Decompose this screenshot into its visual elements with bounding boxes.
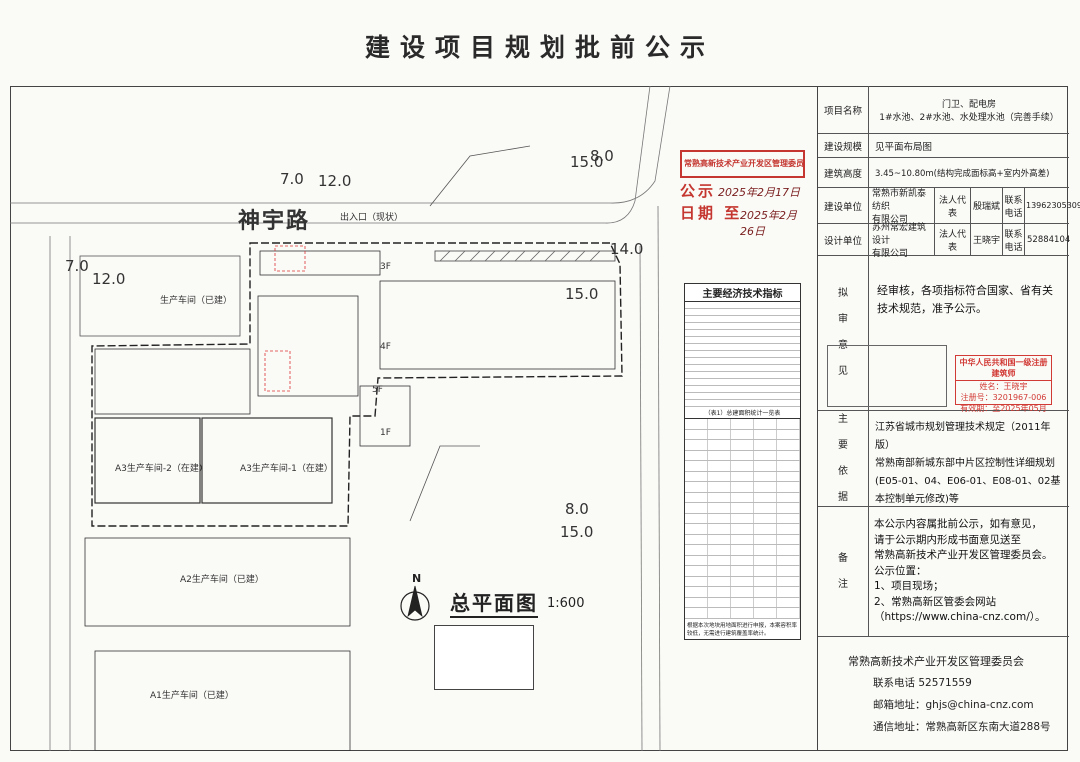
basis-label: 主 要 依 据 [838,413,848,503]
seal-title: 中华人民共和国一级注册建筑师 [956,356,1051,381]
building-label: A3生产车间-1（在建） [240,464,333,474]
basis-text: 江苏省城市规划管理技术规定（2011年版） 常熟南部新城东部中片区控制性详细规划… [875,422,1061,505]
scale-label: 建设规模 [823,141,862,153]
dim-label: 7.0 [280,170,304,188]
floor-label: 5F [372,385,383,395]
row-basis: 主 要 依 据 江苏省城市规划管理技术规定（2011年版） 常熟南部新城东部中片… [818,411,1069,507]
design-qualification-stamp [827,345,947,407]
phone-label: 联系 电话 [1002,224,1024,255]
project-value: 门卫、配电房 1#水池、2#水池、水处理水池（完善手续） [868,86,1069,133]
entrance-label: 出入口（现状） [340,213,404,223]
tech-table-title: 主要经济技术指标 [685,284,800,302]
seal-validity: 有效期：至2025年05月 [960,404,1047,413]
phone-label: 联系 电话 [1002,188,1024,223]
notice-stamp-vertical: 常熟高新技术产业开发区管理委员会公示专用章 [680,150,805,178]
designer-value: 苏州常宏建筑设计 有限公司 [868,223,934,259]
tech-table-subtitle: （表1）总建面积统计一览表 [685,407,800,419]
designer-phone: 52884104 [1024,224,1070,255]
designer-label: 设计单位 [823,235,862,247]
builder-legal: 殷瑞斌 [970,188,1002,223]
dim-label: 15.0 [570,153,604,171]
height-label: 建筑高度 [823,168,862,180]
project-label: 项目名称 [823,105,862,117]
dim-label: 14.0 [610,240,644,258]
architect-seal: 中华人民共和国一级注册建筑师 姓名：王晓宇 注册号：3201967-006 有效… [955,355,1052,413]
org-email: 邮箱地址：ghjs@china-cnz.com [873,699,1034,711]
document-frame [10,86,1068,751]
scale-value: 见平面布局图 [868,134,1069,157]
plan-scale: 1:600 [547,596,585,611]
row-opinion: 拟 审 意 见 经审核，各项指标符合国家、省有关技术规范，准予公示。 [818,256,1069,411]
building-label: 生产车间（已建） [160,296,233,306]
remark-label: 备 注 [838,552,848,590]
legal-label: 法人代表 [934,224,970,255]
plan-title: 总平面图 [450,587,538,618]
building-label: A1生产车间（已建） [150,691,234,701]
dim-label: 12.0 [318,172,352,190]
org-address: 通信地址：常熟高新区东南大道288号 [873,721,1051,733]
dim-label: 15.0 [560,523,594,541]
dim-label: 8.0 [590,147,614,165]
seal-number: 注册号：3201967-006 [960,393,1047,402]
org-name: 常熟高新技术产业开发区管理委员会 [848,655,1024,668]
row-height: 建筑高度 3.45~10.80m(结构完成面标高+室内外高差) [818,158,1069,188]
notice-start-date: 2025年2月17日 [718,186,800,199]
tech-index-table: 主要经济技术指标 （表1）总建面积统计一览表 根据本次地块用地面积进行申报，本案… [684,283,801,640]
page-title: 建设项目规划批前公示 [364,33,715,62]
building-label: A2生产车间（已建） [180,575,264,585]
dim-label: 12.0 [92,270,126,288]
tech-table-note: 根据本次地块用地面积进行申报，本案容积率较低，无需进行建筑覆盖率统计。 [687,622,798,637]
remark-text: 本公示内容属批前公示，如有意见， 请于公示期内形成书面意见送至 常熟高新技术产业… [874,518,1053,623]
notice-stamp: 公示 2025年2月17日 日期 至 2025年2月26日 [680,180,805,238]
north-label: N [412,572,421,585]
notice-start-label: 公示 [680,182,717,200]
floor-label: 1F [380,428,391,438]
opinion-text: 经审核，各项指标符合国家、省有关技术规范，准予公示。 [877,284,1053,315]
builder-phone: 13962305309 [1024,188,1080,223]
row-builder: 建设单位 常熟市新凯泰纺织 有限公司 法人代表 殷瑞斌 联系 电话 139623… [818,188,1080,225]
road-name: 神宇路 [238,209,311,234]
org-phone: 联系电话 52571559 [873,677,972,689]
row-designer: 设计单位 苏州常宏建筑设计 有限公司 法人代表 王晓宇 联系 电话 528841… [818,223,1070,259]
floor-label: 4F [380,342,391,352]
dim-label: 15.0 [565,285,599,303]
site-plan: N [10,86,671,751]
dim-label: 8.0 [565,500,589,518]
notice-end-date: 2025年2月26日 [740,209,797,238]
row-project: 项目名称 门卫、配电房 1#水池、2#水池、水处理水池（完善手续） [818,86,1069,134]
floor-label: 3F [380,262,391,272]
height-value: 3.45~10.80m(结构完成面标高+室内外高差) [868,158,1069,187]
row-scale: 建设规模 见平面布局图 [818,134,1069,158]
seal-name: 姓名：王晓宇 [979,382,1028,391]
info-table: 项目名称 门卫、配电房 1#水池、2#水池、水处理水池（完善手续） 建设规模 见… [817,86,1080,751]
designer-legal: 王晓宇 [970,224,1002,255]
plan-notes-box [434,625,534,690]
building-label: A3生产车间-2（在建） [115,464,208,474]
builder-label: 建设单位 [823,201,862,213]
notice-end-label: 日期 至 [680,204,743,222]
legal-label: 法人代表 [934,188,970,223]
builder-value: 常熟市新凯泰纺织 有限公司 [868,188,934,225]
dim-label: 7.0 [65,257,89,275]
row-remark: 备 注 本公示内容属批前公示，如有意见， 请于公示期内形成书面意见送至 常熟高新… [818,507,1069,637]
